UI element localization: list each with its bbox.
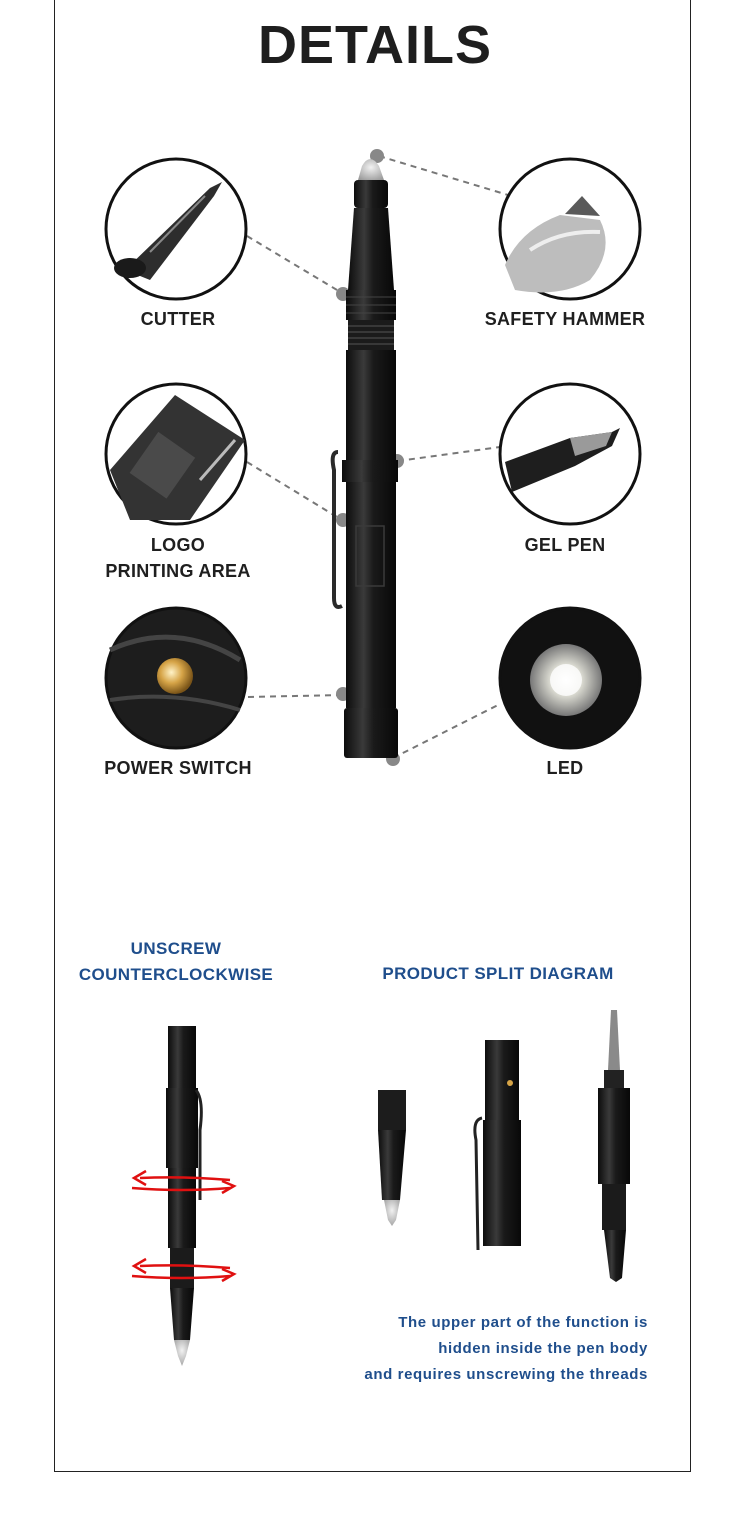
- split-note-line3: and requires unscrewing the threads: [364, 1366, 648, 1383]
- split-note-line2: hidden inside the pen body: [438, 1340, 648, 1357]
- split-part-cap: [378, 1090, 406, 1226]
- split-part-knife: [598, 1010, 630, 1282]
- rotation-arrow-lower: [131, 1257, 237, 1283]
- label-gel-pen: GEL PEN: [524, 535, 606, 555]
- label-logo-line2: PRINTING AREA: [105, 561, 251, 581]
- split-note: The upper part of the function is hidden…: [364, 1310, 648, 1388]
- zoom-logo-area: [104, 382, 248, 526]
- page-title: DETAILS: [258, 15, 492, 75]
- label-cutter: CUTTER: [140, 309, 216, 329]
- zoom-cutter: [104, 157, 248, 301]
- zoom-led: [498, 606, 642, 750]
- page-frame: [54, 0, 691, 1472]
- unscrew-pen: [166, 1026, 203, 1366]
- rotation-arrow-upper: [131, 1169, 237, 1195]
- zoom-power-switch: [104, 606, 248, 750]
- label-safety-hammer: SAFETY HAMMER: [484, 309, 646, 329]
- label-led: LED: [546, 758, 584, 778]
- zoom-gel-pen: [498, 382, 642, 526]
- split-part-body: [473, 1040, 521, 1251]
- label-power-switch: POWER SWITCH: [104, 758, 252, 778]
- zoom-safety-hammer: [498, 157, 642, 301]
- main-pen: [330, 159, 398, 758]
- split-note-line1: The upper part of the function is: [398, 1314, 648, 1331]
- unscrew-title-line1: UNSCREW: [130, 939, 222, 958]
- callout-lines: [246, 155, 509, 759]
- split-diagram-title: PRODUCT SPLIT DIAGRAM: [382, 964, 614, 983]
- label-logo-line1: LOGO: [150, 535, 206, 555]
- unscrew-title-line2: COUNTERCLOCKWISE: [78, 965, 274, 984]
